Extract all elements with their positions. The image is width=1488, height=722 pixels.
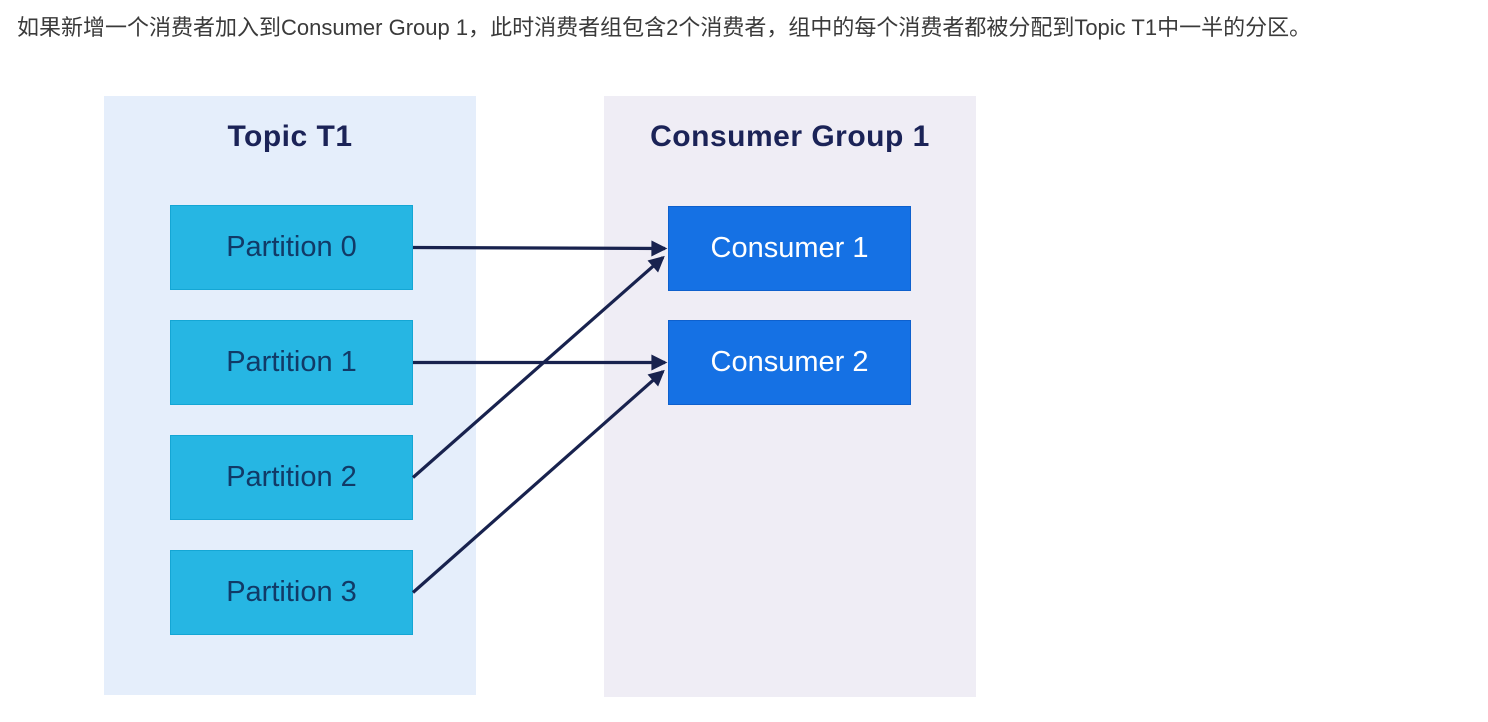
description-text: 如果新增一个消费者加入到Consumer Group 1，此时消费者组包含2个消… (17, 15, 1312, 40)
consumer-box-1: Consumer 2 (668, 320, 911, 405)
partition-box-0: Partition 0 (170, 205, 413, 290)
consumer-group-panel: Consumer Group 1 Consumer 1 Consumer 2 (604, 96, 976, 697)
partition-box-2: Partition 2 (170, 435, 413, 520)
consumer-box-0: Consumer 1 (668, 206, 911, 291)
topic-panel: Topic T1 Partition 0 Partition 1 Partiti… (104, 96, 476, 695)
partition-box-3: Partition 3 (170, 550, 413, 635)
topic-panel-title: Topic T1 (227, 120, 353, 153)
partition-box-1: Partition 1 (170, 320, 413, 405)
consumer-group-panel-title: Consumer Group 1 (650, 120, 930, 153)
